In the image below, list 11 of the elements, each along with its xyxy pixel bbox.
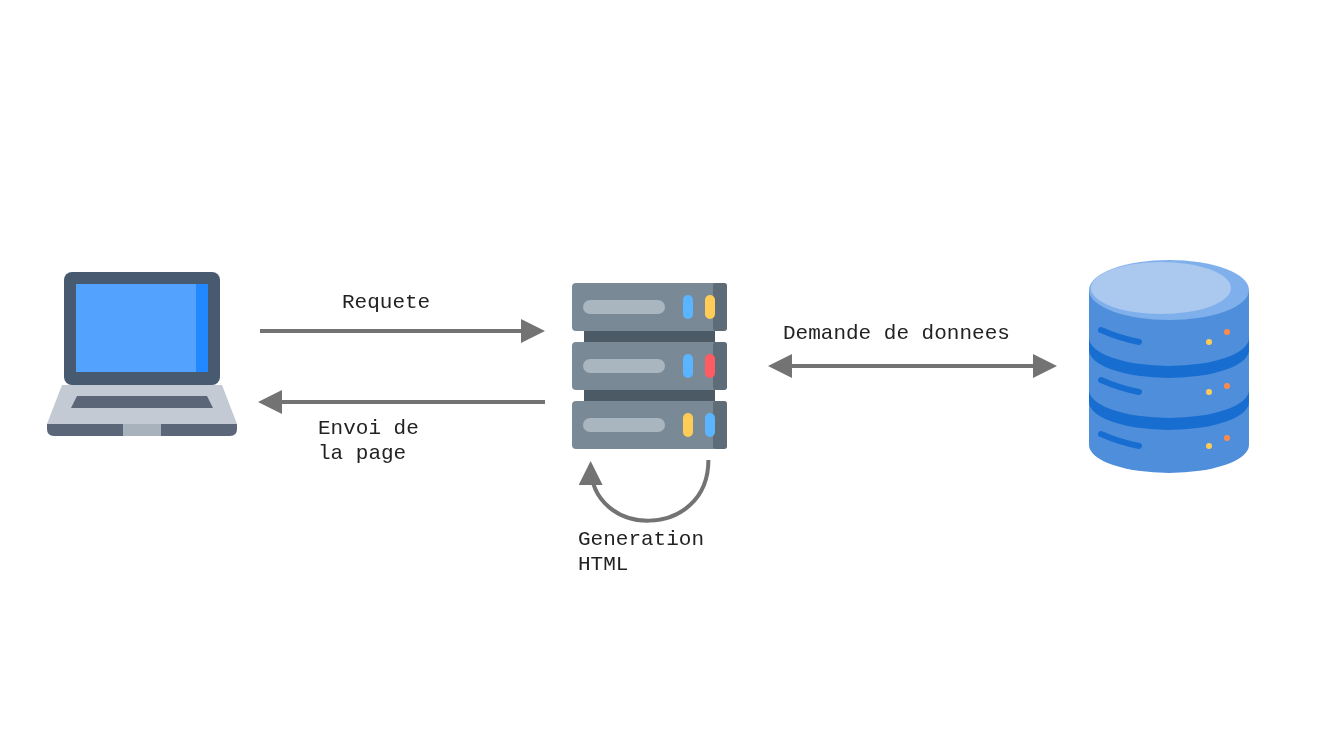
arrow [768, 354, 1057, 378]
arrow [260, 319, 545, 343]
edge-label: Demande de donnees [783, 322, 1010, 345]
edge-label: Generation HTML [578, 528, 705, 576]
arrow [258, 390, 545, 414]
database-drawing [1089, 260, 1249, 473]
edge-label: Requete [342, 291, 431, 314]
edge-label: Envoi de la page [318, 417, 419, 465]
laptop-drawing [47, 272, 237, 437]
server-drawing [572, 283, 727, 450]
arrow [581, 459, 711, 523]
